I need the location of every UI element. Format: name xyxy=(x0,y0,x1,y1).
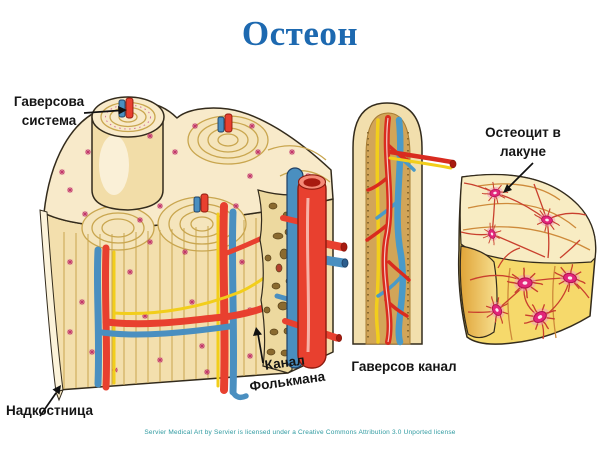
label-haversian-system: Гаверсова система xyxy=(4,92,94,130)
slide-title: Остеон xyxy=(241,14,359,53)
label-arrows xyxy=(39,106,534,417)
canal-nerve xyxy=(374,118,381,344)
label-haversian-system-line1: Гаверсова xyxy=(13,94,85,109)
front-vessel-bundles xyxy=(93,202,249,401)
canal-exit-branch xyxy=(387,149,457,170)
label-haversian-system-line2: система xyxy=(21,113,77,128)
wedge-inner-surface xyxy=(459,245,498,339)
arrow-periosteum xyxy=(39,385,61,417)
osteon-central-vessels xyxy=(193,113,233,213)
osteocyte-wedge-illustration xyxy=(457,173,597,345)
label-osteocyte-in-lacuna: Остеоцит в лакуне xyxy=(462,123,584,161)
bone-block-illustration xyxy=(39,96,349,402)
main-artery xyxy=(280,174,348,369)
osteon-cylinder xyxy=(91,96,165,211)
canaliculi-network xyxy=(460,182,590,340)
arrow-haversian-system xyxy=(83,106,127,115)
arrow-osteocyte xyxy=(503,162,534,193)
arrow-volkmann-canal xyxy=(253,327,264,364)
label-osteocyte-line2: лакуне xyxy=(499,144,546,159)
label-periosteum: Надкостница xyxy=(6,403,94,418)
wedge-lamellae-arcs xyxy=(462,183,591,341)
label-osteocyte-line1: Остеоцит в xyxy=(485,125,561,140)
label-haversian-canal: Гаверсов канал xyxy=(351,359,457,374)
attribution-text: Servier Medical Art by Servier is licens… xyxy=(144,429,456,436)
haversian-canal-illustration xyxy=(352,102,457,346)
